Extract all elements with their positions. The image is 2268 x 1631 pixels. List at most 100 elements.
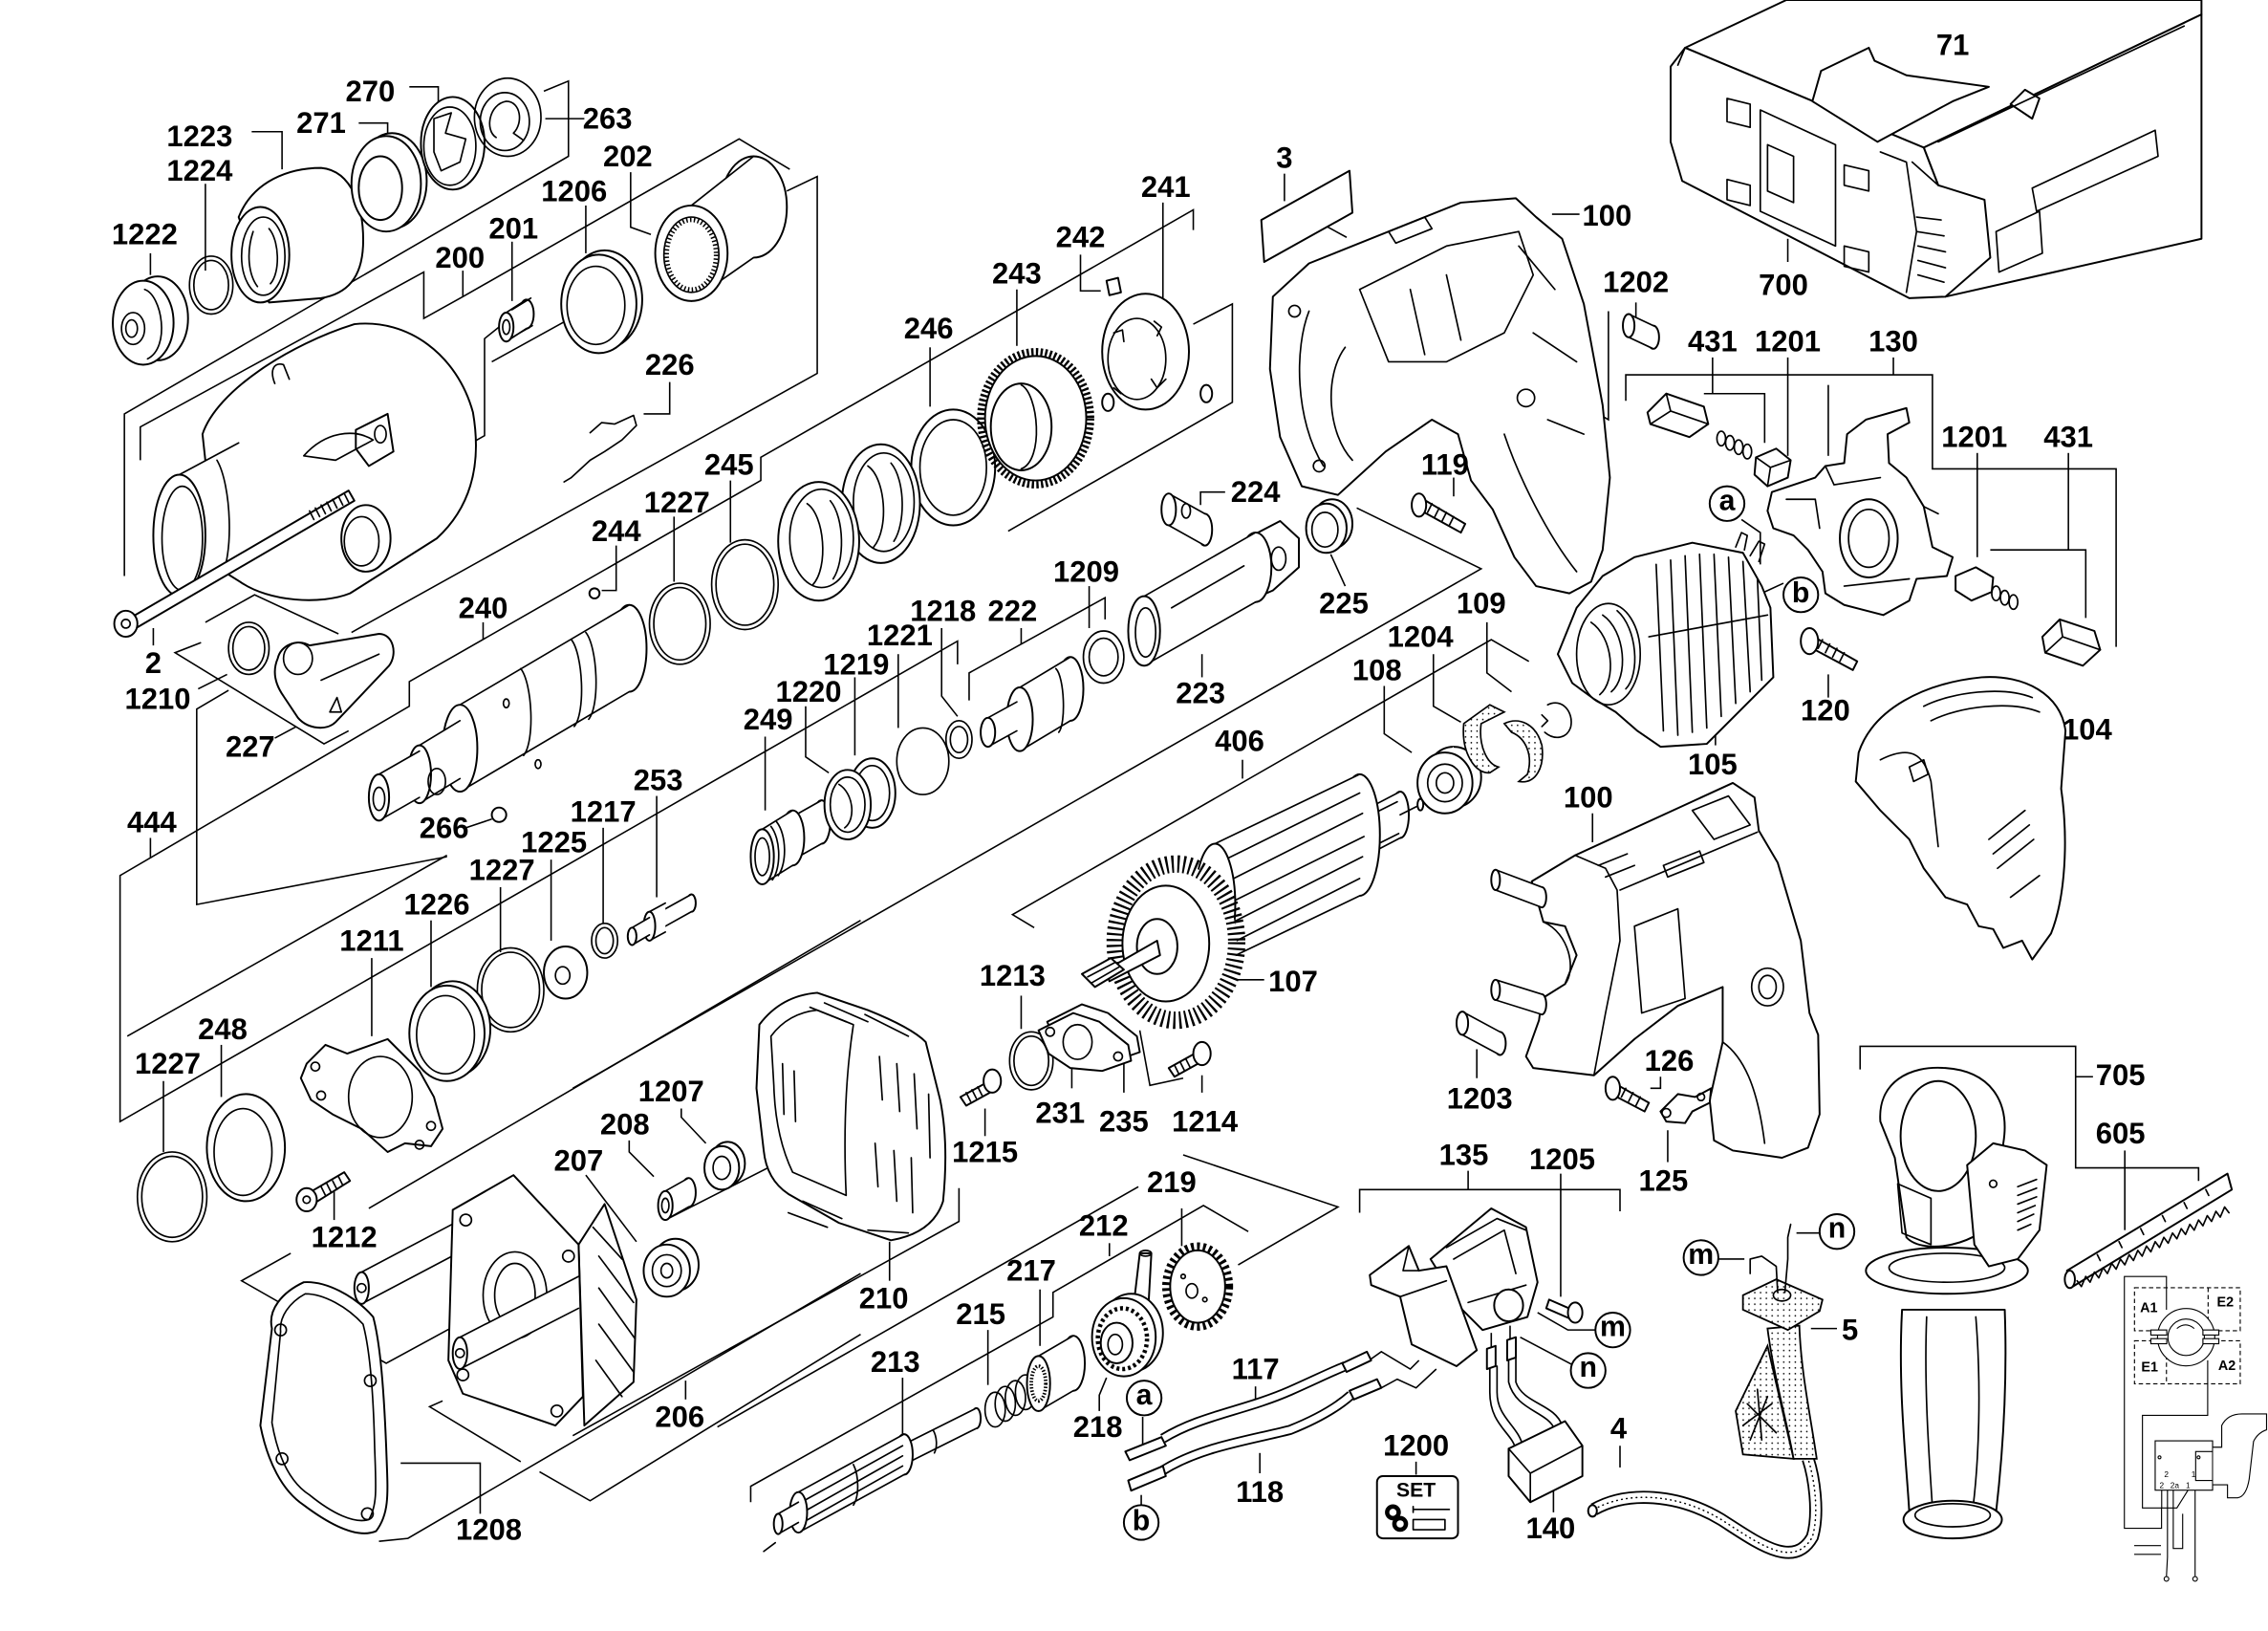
switch-terminal-label: 2a: [2171, 1481, 2180, 1490]
part-label-1222: 1222: [112, 218, 178, 251]
part-label-100: 100: [1583, 199, 1632, 232]
part-label-1213: 1213: [980, 959, 1046, 992]
part-4-power-cord: [1587, 1456, 1823, 1559]
part-1201-carbon-brush-left: [1753, 447, 1792, 488]
marker-label: m: [1688, 1239, 1714, 1271]
part-label-1210: 1210: [124, 683, 190, 716]
bracket-and-leader-lines: [119, 59, 2200, 1542]
part-245-ring: [710, 538, 780, 631]
part-label-219: 219: [1147, 1165, 1197, 1199]
part-208-needle-sleeve: [657, 1177, 697, 1222]
part-label-1212: 1212: [312, 1221, 378, 1254]
part-label-225: 225: [1319, 587, 1369, 620]
part-100-housing-half-bottom: [1490, 781, 1821, 1159]
part-206-intermediate-flange: [353, 1174, 637, 1427]
part-1202-pin: [1622, 313, 1660, 350]
part-label-1206: 1206: [541, 174, 607, 207]
part-label-605: 605: [2096, 1117, 2146, 1150]
part-label-266: 266: [420, 811, 469, 844]
part-label-1203: 1203: [1447, 1081, 1513, 1115]
switch-terminal-label: 1: [2186, 1481, 2191, 1490]
part-label-270: 270: [346, 75, 396, 108]
part-1221-circlip: [896, 727, 950, 795]
part-label-1215: 1215: [952, 1135, 1018, 1168]
part-263-spring: [473, 76, 542, 158]
part-label-226: 226: [645, 348, 695, 381]
part-242-key: [1105, 276, 1122, 296]
part-1224-retaining-ring: [188, 255, 234, 315]
part-label-1202: 1202: [1603, 266, 1669, 299]
part-201-needle-bearing: [498, 297, 535, 343]
part-label-215: 215: [956, 1297, 1005, 1331]
part-label-241: 241: [1141, 170, 1191, 204]
part-431-brush-cap-right: [2041, 618, 2102, 667]
part-125-cable-clamp: [1659, 1087, 1713, 1124]
part-140-capacitor: [1485, 1336, 1584, 1504]
part-label-1200: 1200: [1383, 1429, 1449, 1463]
part-248-washer: [205, 1093, 287, 1203]
part-135-switch: [1369, 1207, 1539, 1367]
marker-label: a: [1719, 485, 1737, 516]
part-130-brush-holder: [1766, 406, 1955, 617]
part-label-1227: 1227: [135, 1047, 201, 1080]
part-label-253: 253: [634, 763, 683, 796]
part-label-700: 700: [1759, 269, 1808, 302]
part-label-2: 2: [145, 646, 162, 680]
marker-b-wire: b: [1122, 1504, 1160, 1541]
part-label-1218: 1218: [910, 594, 976, 627]
part-label-105: 105: [1688, 748, 1738, 781]
part-431-brush-cap-left: [1646, 392, 1710, 439]
part-label-431: 431: [1688, 325, 1738, 359]
part-label-200: 200: [435, 241, 485, 274]
part-label-126: 126: [1645, 1044, 1695, 1077]
part-5-cord-guard: [1735, 1223, 1824, 1460]
part-1211-flange: [299, 1037, 444, 1153]
part-271-washer: [350, 132, 428, 233]
part-605-depth-rod: [2063, 1172, 2234, 1290]
part-217-clutch: [1026, 1335, 1087, 1412]
part-1212-screw: [295, 1171, 352, 1212]
marker-label: a: [1136, 1380, 1154, 1411]
part-label-246: 246: [904, 312, 954, 345]
part-246-clutch-springs: [777, 408, 997, 602]
part-label-206: 206: [655, 1400, 704, 1433]
part-202-bearing-sleeve: [654, 155, 788, 302]
marker-label: b: [1133, 1505, 1150, 1536]
part-241-clutch-plate: [1101, 293, 1190, 411]
part-label-4: 4: [1610, 1412, 1628, 1446]
part-1201-spring-left: [1716, 430, 1753, 460]
part-244-ball: [588, 587, 601, 599]
part-119-screw: [1411, 492, 1467, 534]
part-label-218: 218: [1073, 1410, 1123, 1444]
part-108-ball-bearing: [1416, 746, 1482, 815]
part-705-side-handle: [1865, 1066, 2048, 1540]
part-label-1227: 1227: [644, 486, 710, 519]
part-1201-spring-right: [1991, 585, 2020, 611]
part-label-1208: 1208: [456, 1513, 522, 1547]
part-222-piston: [980, 656, 1085, 752]
part-label-201: 201: [488, 212, 538, 246]
part-label-223: 223: [1176, 677, 1225, 710]
part-224-wrist-pin: [1160, 492, 1214, 547]
part-label-118: 118: [1236, 1475, 1284, 1509]
part-label-1224: 1224: [166, 154, 233, 187]
marker-m-switch: m: [1594, 1312, 1631, 1349]
part-label-125: 125: [1639, 1164, 1689, 1198]
part-1218-o-ring: [944, 720, 973, 760]
part-243-gear: [977, 348, 1094, 489]
part-218-bearing-lever: [1091, 1250, 1164, 1378]
switch-terminal-label: 2: [2164, 1469, 2169, 1479]
part-label-705: 705: [2096, 1058, 2146, 1092]
switch-terminal-label: 2: [2159, 1481, 2164, 1490]
part-label-210: 210: [859, 1281, 909, 1315]
part-118-wire: [1127, 1378, 1383, 1492]
part-label-1205: 1205: [1529, 1142, 1595, 1176]
part-label-217: 217: [1006, 1254, 1056, 1288]
part-117-wire: [1124, 1350, 1372, 1462]
part-label-1207: 1207: [638, 1075, 704, 1108]
part-label-100: 100: [1564, 781, 1613, 815]
part-1208-gasket: [259, 1281, 389, 1534]
marker-a-brush-holder: a: [1708, 485, 1746, 522]
